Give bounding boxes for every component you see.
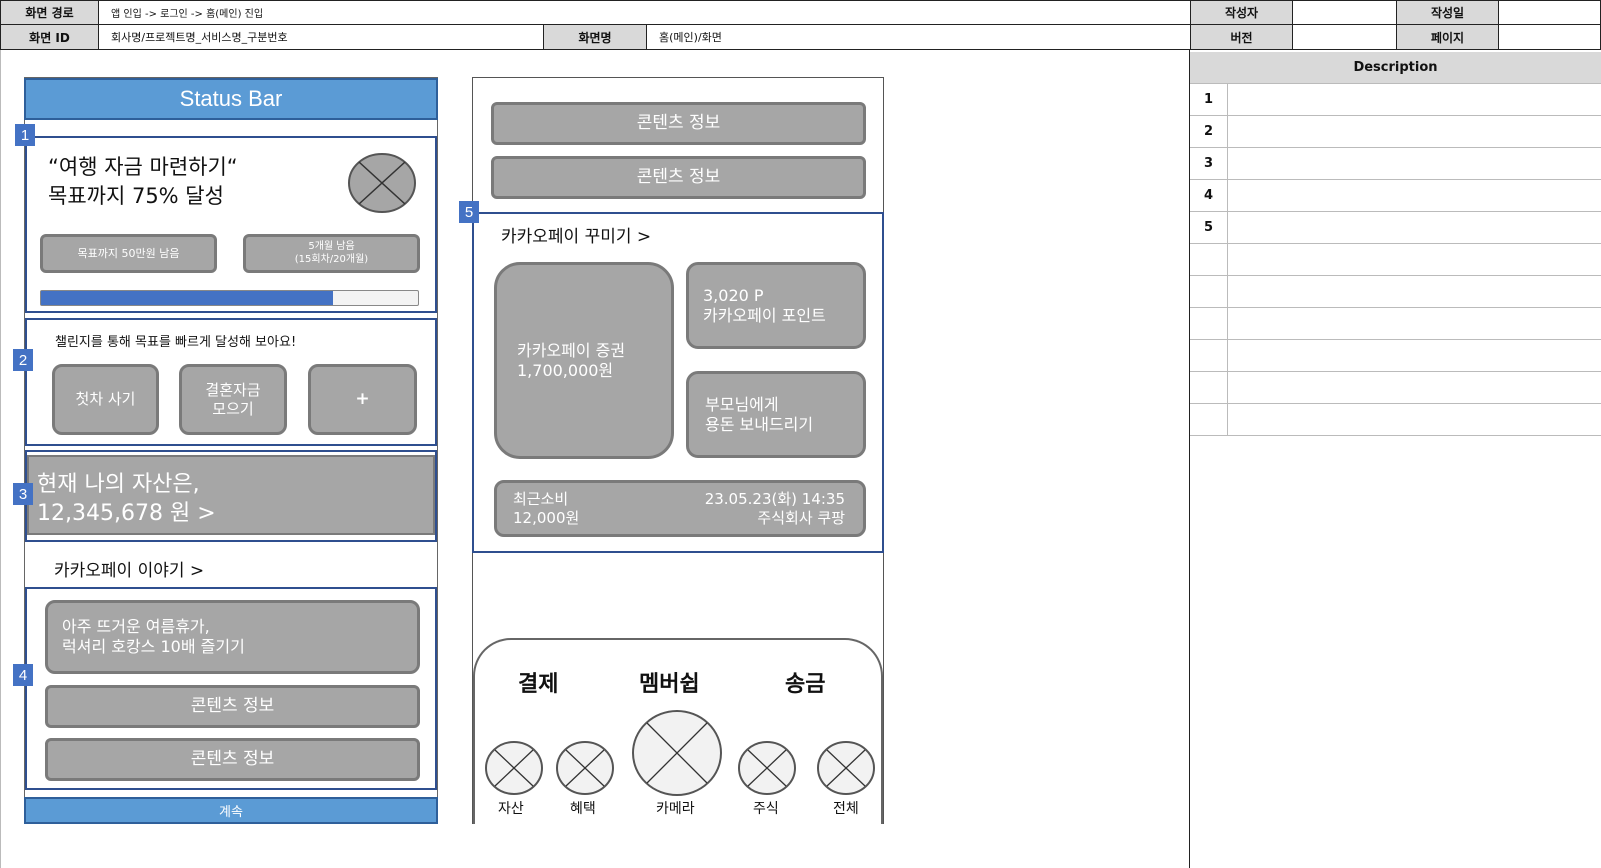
screen-id-value: 회사명/프로젝트명_서비스명_구분번호 xyxy=(98,24,544,50)
version-label: 버전 xyxy=(1190,24,1293,50)
goal-section xyxy=(25,136,437,313)
challenge-section xyxy=(25,318,437,446)
status-bar: Status Bar xyxy=(24,78,438,120)
add-challenge-button[interactable]: + xyxy=(308,364,417,435)
left-border xyxy=(0,50,1,868)
assets-card[interactable] xyxy=(27,455,435,535)
description-row-number xyxy=(1190,308,1228,339)
recent-spending-merchant: 주식회사 쿠팡 xyxy=(757,508,845,527)
section-badge-3: 3 xyxy=(13,483,33,505)
benefits-nav-icon[interactable] xyxy=(555,740,615,796)
all-menu-nav-icon[interactable] xyxy=(816,740,876,796)
recent-spending-detail: 23.05.23(화) 14:35 주식회사 쿠팡 xyxy=(705,490,845,528)
description-row: 1 xyxy=(1190,84,1601,116)
nav-label-camera: 카메라 xyxy=(656,801,695,817)
send-to-parents-card[interactable]: 부모님에게 용돈 보내드리기 xyxy=(686,371,866,458)
goal-progress-bar xyxy=(40,290,419,306)
tab-payment[interactable]: 결제 xyxy=(518,672,559,697)
story-section xyxy=(25,587,437,790)
author-value xyxy=(1292,0,1397,25)
description-row-number xyxy=(1190,404,1228,435)
description-row-number: 1 xyxy=(1190,84,1228,115)
nav-label-benefits: 혜택 xyxy=(570,801,596,817)
remaining-months-line2: (15회차/20개월) xyxy=(294,253,369,265)
decorate-section xyxy=(472,212,884,553)
goal-progress-fill xyxy=(41,291,334,305)
tab-transfer[interactable]: 송금 xyxy=(785,672,826,697)
top-content-item-2[interactable]: 콘텐츠 정보 xyxy=(491,156,866,199)
goal-image-placeholder-icon xyxy=(348,153,416,213)
description-row: 5 xyxy=(1190,212,1601,244)
nav-label-all: 전체 xyxy=(833,801,859,817)
story-section-title[interactable]: 카카오페이 이야기 > xyxy=(54,561,205,581)
description-row-number: 4 xyxy=(1190,180,1228,211)
screen-path-value: 앱 인입 -> 로그인 -> 홈(메인) 진입 xyxy=(98,0,1191,25)
description-row: 4 xyxy=(1190,180,1601,212)
assets-caption: 현재 나의 자산은, xyxy=(37,472,200,497)
screen-name-value: 홈(메인)/화면 xyxy=(646,24,1191,50)
camera-nav-icon[interactable] xyxy=(631,709,723,797)
tab-membership[interactable]: 멤버쉽 xyxy=(639,672,700,697)
description-row xyxy=(1190,308,1601,340)
description-row: 3 xyxy=(1190,148,1601,180)
screen-path-label: 화면 경로 xyxy=(0,0,99,25)
panel-divider xyxy=(1189,50,1190,868)
recent-spending-amount: 최근소비 12,000원 xyxy=(513,489,580,527)
description-row xyxy=(1190,372,1601,404)
description-row-number xyxy=(1190,340,1228,371)
challenge-wedding-fund-button[interactable]: 결혼자금 모으기 xyxy=(179,364,287,435)
top-content-item-1[interactable]: 콘텐츠 정보 xyxy=(491,102,866,145)
goal-title: “여행 자금 마련하기“ xyxy=(48,155,238,179)
section-badge-5: 5 xyxy=(459,201,479,223)
author-label: 작성자 xyxy=(1190,0,1293,25)
securities-card[interactable]: 카카오페이 증권 1,700,000원 xyxy=(494,262,674,459)
recent-spending-card[interactable]: 최근소비 12,000원 23.05.23(화) 14:35 주식회사 쿠팡 xyxy=(494,480,866,537)
page-label: 페이지 xyxy=(1396,24,1499,50)
challenge-first-car-button[interactable]: 첫차 사기 xyxy=(52,364,159,435)
description-row xyxy=(1190,276,1601,308)
description-row-number xyxy=(1190,276,1228,307)
assets-total[interactable]: 12,345,678 원 > xyxy=(37,501,216,526)
screen-name-label: 화면명 xyxy=(543,24,647,50)
version-value xyxy=(1292,24,1397,50)
description-row: 2 xyxy=(1190,116,1601,148)
recent-spending-datetime: 23.05.23(화) 14:35 xyxy=(704,489,845,508)
nav-label-stocks: 주식 xyxy=(753,801,779,817)
points-card[interactable]: 3,020 P 카카오페이 포인트 xyxy=(686,262,866,349)
continue-bar: 계속 xyxy=(24,797,438,824)
remaining-months-line1: 5개월 남음 xyxy=(308,241,355,252)
goal-progress-text: 목표까지 75% 달성 xyxy=(48,184,224,208)
story-content-item-1[interactable]: 콘텐츠 정보 xyxy=(45,685,420,728)
section-badge-1: 1 xyxy=(15,124,35,146)
description-row-number xyxy=(1190,244,1228,275)
description-row xyxy=(1190,404,1601,436)
description-row-number: 5 xyxy=(1190,212,1228,243)
assets-nav-icon[interactable] xyxy=(484,740,544,796)
screen-id-label: 화면 ID xyxy=(0,24,99,50)
stocks-nav-icon[interactable] xyxy=(737,740,797,796)
challenge-caption: 챌린지를 통해 목표를 빠르게 달성해 보아요! xyxy=(55,335,297,350)
remaining-amount-badge: 목표까지 50만원 남음 xyxy=(40,234,217,273)
featured-story-card[interactable]: 아주 뜨거운 여름휴가, 럭셔리 호캉스 10배 즐기기 xyxy=(45,600,420,674)
description-row xyxy=(1190,244,1601,276)
section-badge-4: 4 xyxy=(13,664,33,686)
date-label: 작성일 xyxy=(1396,0,1499,25)
date-value xyxy=(1498,0,1601,25)
description-row-number: 2 xyxy=(1190,116,1228,147)
description-row-number: 3 xyxy=(1190,148,1228,179)
description-header: Description xyxy=(1190,52,1601,84)
description-row xyxy=(1190,340,1601,372)
decorate-section-title[interactable]: 카카오페이 꾸미기 > xyxy=(501,227,652,247)
description-row-number xyxy=(1190,372,1228,403)
nav-label-assets: 자산 xyxy=(498,801,524,817)
section-badge-2: 2 xyxy=(13,349,33,371)
remaining-months-badge: 5개월 남음 (15회차/20개월) xyxy=(243,234,420,273)
story-content-item-2[interactable]: 콘텐츠 정보 xyxy=(45,738,420,781)
page-value xyxy=(1498,24,1601,50)
